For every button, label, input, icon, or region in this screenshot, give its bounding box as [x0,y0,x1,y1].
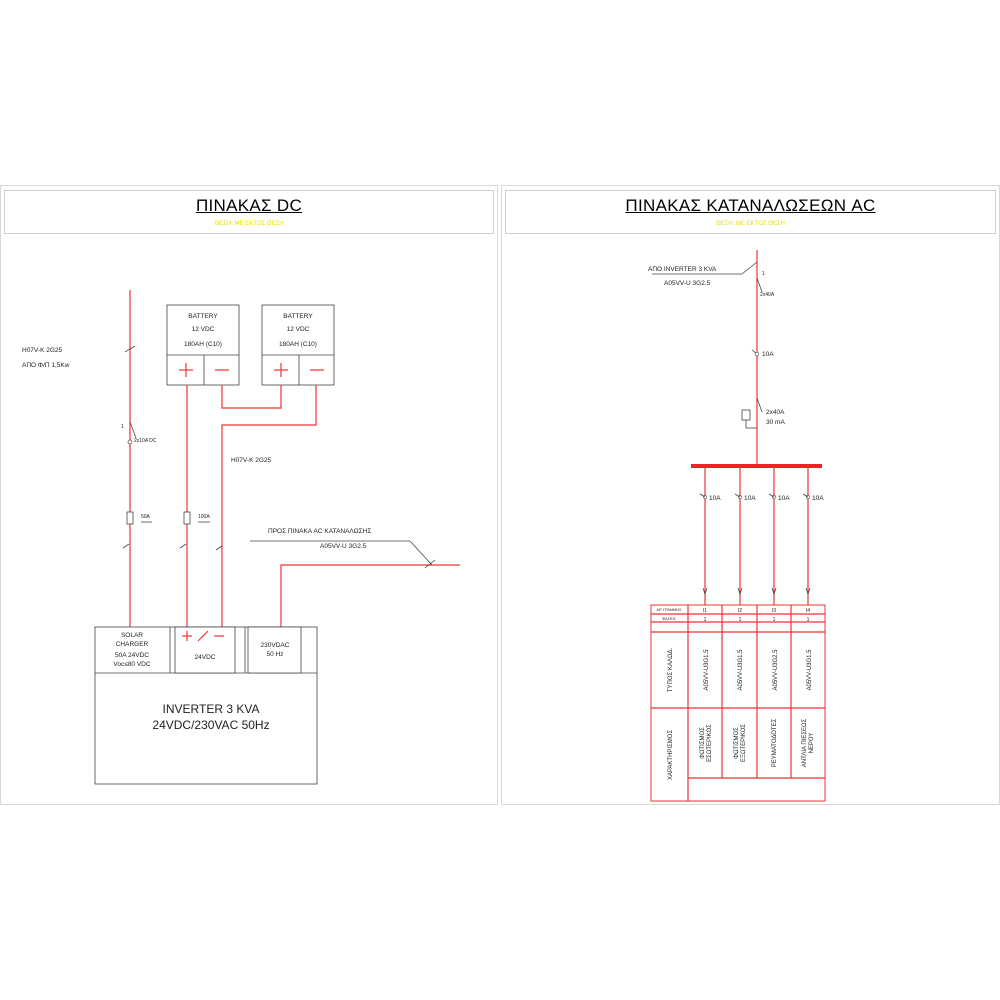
rcd-icon [741,397,763,429]
circuit-3-id: Ι3 [772,608,776,614]
circuit-3-desc-1: ΡΕΥΜΑΤΟΔΟΤΕΣ [772,718,778,767]
main-switch-label: 2x40A [760,292,775,298]
solar-charger-line-1: SOLAR [121,632,143,639]
battery-series-link [221,385,282,409]
main-switch-icon: 1 [756,271,765,293]
circuit-3-breaker: 10A [778,495,790,502]
circuit-1-cable: A05VV-U3G1.5 [704,649,710,691]
circuit-2-phase: 1 [739,617,742,623]
fuse-1-label: 50A [141,514,151,520]
svg-text:1: 1 [121,424,124,430]
breaker-icon [751,349,760,357]
ac-source-label: ΑΠΟ INVERTER 3 KVA [648,266,717,273]
pv-cable-label: H07V-K 2G25 [22,347,62,354]
circuit-4-desc-1: ΑΝΤΛΙΑ ΠΙΕΣΕΩΣ [802,718,808,767]
pv-breaker-icon: 1 [121,421,137,445]
circuit-2-desc-2: ΕΞΩΤΕΡΙΚΟΣ [741,724,747,762]
circuit-4-phase: 1 [807,617,810,623]
circuit-1-desc-1: ΦΩΤΙΣΜΟΣ [700,727,706,759]
battery-1-voltage: 12 VDC [192,326,215,333]
rcd-rating: 2x40A [766,409,785,416]
ac-output-line-2: 50 Hz [267,651,284,658]
ac-output-wire [280,564,460,627]
fuse-2-label: 100A [198,514,210,520]
circuit-1-desc-2: ΕΣΩΤΕΡΙΚΟΣ [707,724,713,762]
header-phase: ΦΑΣΕΙΣ [662,617,676,621]
rcd-sensitivity: 30 mA [766,419,785,426]
circuit-table: ΑΡ. ΓΡΑΜΜΗΣ ΦΑΣΕΙΣ ΤΥΠΟΣ ΚΑΛΩΔ. ΧΑΡΑΚΤΗΡ… [650,604,826,802]
dc-title-box: ΠΙΝΑΚΑΣ DC ΘΕΣΗ: ΜΕ ΕΚΤΟΣ ΘΕΣΗ [4,190,494,234]
ac-out-cable: A05VV-U 3G2.5 [320,543,367,550]
circuit-2-cable: A05VV-U3G1.5 [738,649,744,691]
battery-1: BATTERY 12 VDC 180AH (C10) [166,304,240,386]
circuit-4-cable: A05VV-U3G1.5 [807,649,813,691]
inverter: SOLAR CHARGER 50A 24VDC Voc≤80 VDC 24VDC… [94,626,318,785]
circuit-1-breaker: 10A [709,495,721,502]
header-circuit-no: ΑΡ. ΓΡΑΜΜΗΣ [657,608,683,612]
circuit-2-desc-1: ΦΩΤΙΣΜΟΣ [734,727,740,759]
inverter-title: INVERTER 3 KVA [163,702,260,716]
dc-panel: ΠΙΝΑΚΑΣ DC ΘΕΣΗ: ΜΕ ΕΚΤΟΣ ΘΕΣΗ [0,185,498,805]
circuit-4-desc-2: ΝΕΡΟΥ [809,733,815,754]
battery-1-capacity: 180AH (C10) [184,341,222,348]
battery-1-label: BATTERY [188,313,218,320]
circuit-3-phase: 1 [773,617,776,623]
solar-charger-line-2: CHARGER [116,641,149,648]
battery-cable-label: H07V-K 2G25 [231,457,271,464]
circuit-2-breaker: 10A [744,495,756,502]
solar-charger-line-3: 50A 24VDC [115,652,149,659]
battery-2-capacity: 180AH (C10) [279,341,317,348]
inverter-spec: 24VDC/230VAC 50Hz [152,718,269,732]
ac-panel-subtitle: ΘΕΣΗ: ΜΕ ΕΚΤΟΣ ΘΕΣΗ [715,221,786,227]
solar-charger-line-4: Voc≤80 VDC [113,661,150,668]
svg-text:1: 1 [762,271,765,277]
pv-breaker-label: 2x10A DC [134,438,157,444]
dc-panel-title: ΠΙΝΑΚΑΣ DC [195,196,303,215]
ac-source-cable: A05VV-U 3G2.5 [664,280,711,287]
fuse-icon [126,511,134,525]
circuit-4-breaker: 10A [812,495,824,502]
fuse-icon [183,511,191,525]
ac-out-label: ΠΡΟΣ ΠΙΝΑΚΑ AC ΚΑΤΑΝΑΛΩΣΗΣ [268,528,371,535]
header-cable-type: ΤΥΠΟΣ ΚΑΛΩΔ. [668,648,674,693]
battery-negative-wire [221,385,317,627]
circuit-2: 10A [734,466,756,605]
circuit-3: 10A [768,466,790,605]
circuit-1-id: Ι1 [703,608,707,614]
ac-panel-title: ΠΙΝΑΚΑΣ ΚΑΤΑΝΑΛΩΣΕΩΝ AC [625,196,876,215]
circuit-4-id: Ι4 [806,608,810,614]
circuit-4: 10A [802,466,824,605]
circuit-1: 10A [699,466,721,605]
dc-input-label: 24VDC [195,654,216,661]
battery-2-voltage: 12 VDC [287,326,310,333]
ac-output-line-1: 230VDAC [261,642,290,649]
ac-title-box: ΠΙΝΑΚΑΣ ΚΑΤΑΝΑΛΩΣΕΩΝ AC ΘΕΣΗ: ΜΕ ΕΚΤΟΣ Θ… [505,190,996,234]
circuit-3-cable: A05VV-U3G2.5 [773,649,779,691]
main-breaker-label: 10A [762,351,774,358]
battery-2-label: BATTERY [283,313,313,320]
dc-panel-subtitle: ΘΕΣΗ: ΜΕ ΕΚΤΟΣ ΘΕΣΗ [214,221,284,227]
circuit-1-phase: 1 [704,617,707,623]
battery-2: BATTERY 12 VDC 180AH (C10) [261,304,335,386]
header-description: ΧΑΡΑΚΤΗΡΙΣΜΟΣ [668,730,674,781]
circuit-2-id: Ι2 [738,608,742,614]
pv-source-label: ΑΠΟ Φ/Π 1,5Kw [22,362,70,369]
